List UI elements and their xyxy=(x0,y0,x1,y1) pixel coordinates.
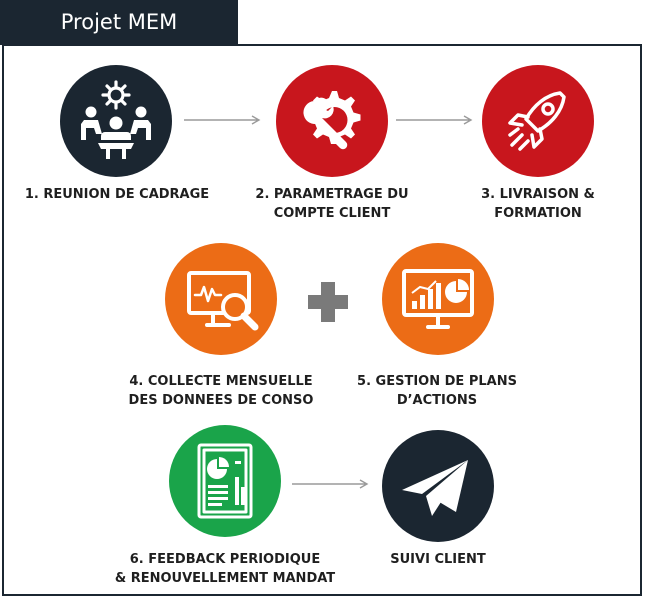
step-4-label: 4. COLLECTE MENSUELLE DES DONNEES DE CON… xyxy=(128,374,314,408)
page-title: Projet MEM xyxy=(60,10,178,34)
step-5-circle xyxy=(382,243,494,355)
report-document-icon xyxy=(197,443,253,519)
step-6-circle xyxy=(169,425,281,537)
meeting-gear-icon xyxy=(81,80,151,159)
step-4-circle xyxy=(165,243,277,355)
step-1-label: 1. REUNION DE CADRAGE xyxy=(24,187,210,202)
step-5-label: 5. GESTION DE PLANS D’ACTIONS xyxy=(357,374,517,408)
monitor-chart-icon xyxy=(402,269,474,329)
arrow-step1-to-step2 xyxy=(184,115,261,125)
arrow-step6-to-step7 xyxy=(292,479,369,489)
step-6-label: 6. FEEDBACK PERIODIQUE & RENOUVELLEMENT … xyxy=(114,552,336,586)
step-7-label: SUIVI CLIENT xyxy=(390,552,486,567)
title-tab: Projet MEM xyxy=(0,0,238,45)
arrow-step2-to-step3 xyxy=(396,115,473,125)
step-2-label: 2. PARAMETRAGE DU COMPTE CLIENT xyxy=(255,187,409,221)
step-3-circle xyxy=(482,65,594,177)
step-2-circle xyxy=(276,65,388,177)
step-3-label: 3. LIVRAISON & FORMATION xyxy=(481,187,595,221)
step-1-circle xyxy=(60,65,172,177)
rocket-icon xyxy=(508,91,566,151)
step-7-circle xyxy=(382,430,494,542)
gear-wrench-icon xyxy=(303,91,361,150)
paper-plane-icon xyxy=(402,460,468,516)
monitor-magnifier-icon xyxy=(187,271,259,331)
plus-icon xyxy=(308,282,348,322)
